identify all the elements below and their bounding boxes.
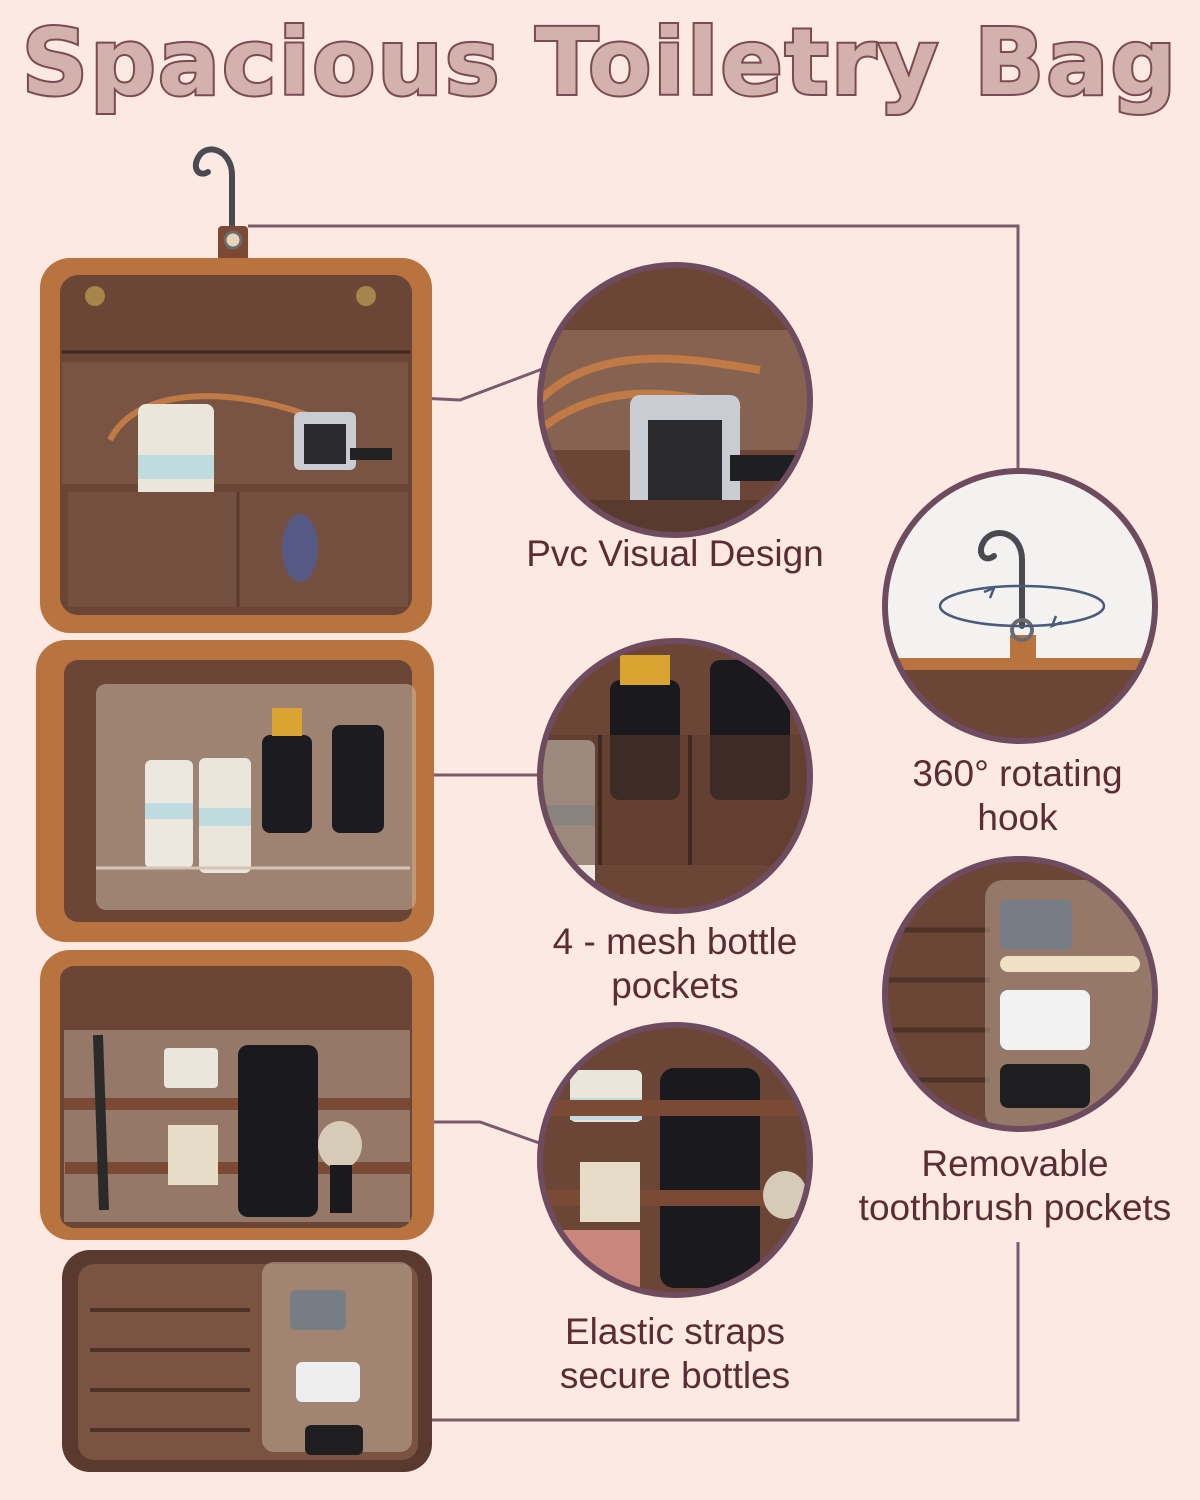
pvc-label-text: Pvc Visual Design (526, 533, 824, 574)
hook-icon (192, 146, 248, 266)
mesh-pockets-label: 4 - mesh bottle pockets (475, 920, 875, 1008)
hook-label-line-2: hook (977, 797, 1058, 838)
bag-panel-lower-middle (40, 950, 434, 1240)
elastic-label-line-2: secure bottles (559, 1355, 791, 1396)
toothbrush-pockets-circle (882, 856, 1158, 1132)
rotating-hook-circle (882, 468, 1158, 744)
mesh-label-line-1: 4 - mesh bottle (552, 921, 798, 962)
page-title: Spacious Toiletry Bag (20, 7, 1179, 118)
rotating-hook-label: 360° rotating hook (845, 752, 1190, 840)
toothbrush-label-line-1: Removable (921, 1143, 1109, 1184)
pvc-visual-design-label: Pvc Visual Design (475, 532, 875, 576)
mesh-label-line-2: pockets (611, 965, 739, 1006)
pvc-detail-circle (537, 262, 813, 538)
toothbrush-label-line-2: toothbrush pockets (858, 1187, 1172, 1228)
hook-label-line-1: 360° rotating (912, 753, 1123, 794)
bag-panel-top (40, 258, 432, 633)
elastic-straps-circle (537, 1022, 813, 1298)
bag-panel-bottom (62, 1250, 432, 1472)
toothbrush-pockets-label: Removable toothbrush pockets (830, 1142, 1200, 1230)
mesh-pockets-circle (537, 638, 813, 914)
bag-panel-upper-middle (36, 640, 434, 942)
elastic-straps-label: Elastic straps secure bottles (475, 1310, 875, 1398)
elastic-label-line-1: Elastic straps (564, 1311, 785, 1352)
